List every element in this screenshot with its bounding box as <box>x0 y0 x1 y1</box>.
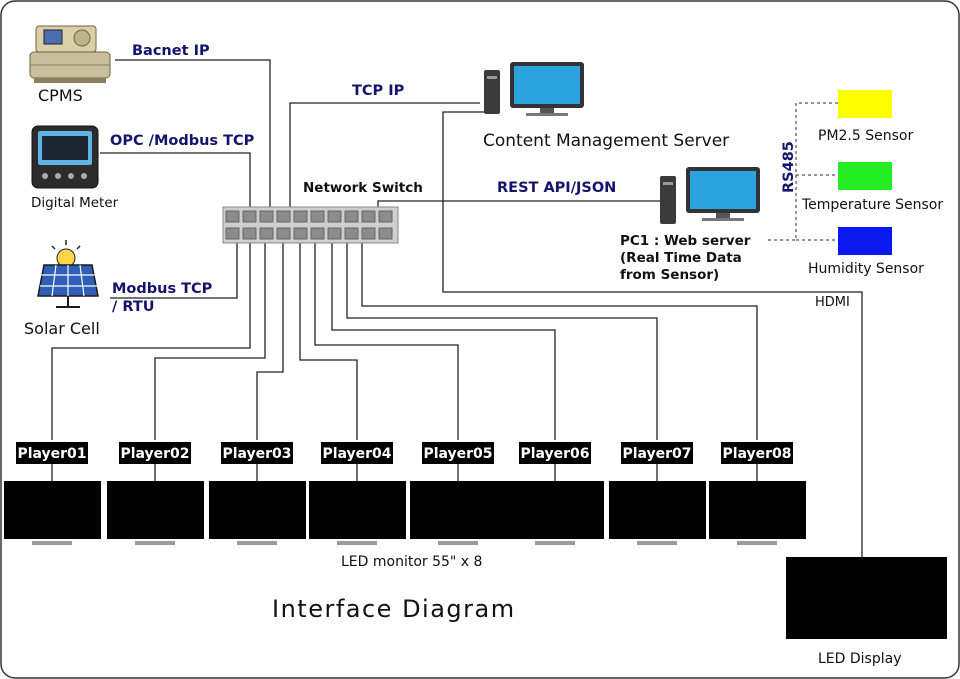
switch-port <box>327 210 342 223</box>
switch-port <box>259 227 274 240</box>
player-badge <box>119 442 191 464</box>
players-group: Player01 Player02 Player03 Player04 Player05… <box>4 442 806 545</box>
tcp-ip-label: TCP IP <box>352 83 405 99</box>
led-monitor-screen <box>709 481 806 539</box>
switch-port <box>344 210 359 223</box>
solar-cell-label: Solar Cell <box>24 319 100 338</box>
led-monitor-stand <box>438 541 478 545</box>
player-label: Player03 <box>222 446 291 462</box>
digital-meter-label: Digital Meter <box>31 195 119 211</box>
switch-port <box>276 210 291 223</box>
switch-port <box>378 227 393 240</box>
led-monitor-stand <box>135 541 175 545</box>
led-monitor-screen <box>309 481 406 539</box>
led-monitor-stand <box>535 541 575 545</box>
led-monitor-screen <box>410 481 507 539</box>
switch-port <box>344 227 359 240</box>
led-monitor-stand <box>337 541 377 545</box>
humidity-sensor-label: Humidity Sensor <box>808 261 924 277</box>
switch-port <box>293 210 308 223</box>
led-monitor-label: LED monitor 55" x 8 <box>341 554 482 570</box>
player-badge <box>422 442 494 464</box>
player-badge <box>16 442 88 464</box>
switch-port <box>293 227 308 240</box>
led-monitor-screen <box>507 481 604 539</box>
diagram-title: Interface Diagram <box>272 595 516 623</box>
switch-port <box>242 210 257 223</box>
network-switch-icon <box>222 206 399 244</box>
led-monitor-stand <box>32 541 72 545</box>
switch-port <box>259 210 274 223</box>
switch-port <box>310 227 325 240</box>
led-monitor-stand <box>737 541 777 545</box>
switch-port <box>276 227 291 240</box>
player-label: Player02 <box>120 446 189 462</box>
led-monitor-stand <box>237 541 277 545</box>
switch-port <box>361 227 376 240</box>
led-monitor-screen <box>209 481 306 539</box>
hdmi-label: HDMI <box>815 295 850 310</box>
temperature-sensor-box <box>838 162 892 190</box>
player-label: Player04 <box>322 446 391 462</box>
pc1-label: PC1 : Web server <box>620 233 751 249</box>
led-monitor-screen <box>4 481 101 539</box>
led-monitor-stand <box>637 541 677 545</box>
player-badge <box>621 442 693 464</box>
player-label: Player01 <box>17 446 86 462</box>
player-badge <box>721 442 793 464</box>
web-server-computer-icon <box>660 167 760 224</box>
network-switch-label: Network Switch <box>303 180 423 196</box>
modbus-tcp-label: Modbus TCP <box>112 281 213 297</box>
solar-cell-icon <box>37 240 99 308</box>
player-label: Player07 <box>622 446 691 462</box>
cpms-chiller-icon <box>29 25 111 83</box>
cpms-label: CPMS <box>38 86 83 105</box>
switch-port <box>310 210 325 223</box>
led-display-screen <box>786 557 947 639</box>
connection-lines <box>51 59 863 557</box>
temperature-sensor-label: Temperature Sensor <box>801 197 943 213</box>
led-display-label: LED Display <box>818 651 901 667</box>
pm25-sensor-box <box>838 90 892 118</box>
switch-port <box>378 210 393 223</box>
switch-port <box>242 227 257 240</box>
player-badge <box>519 442 591 464</box>
player-label: Player08 <box>722 446 791 462</box>
pm25-sensor-label: PM2.5 Sensor <box>818 128 913 144</box>
server-computer-icon <box>484 62 584 116</box>
pc1-description-line1: (Real Time Data <box>620 250 742 266</box>
modbus-rtu-label: / RTU <box>112 299 155 315</box>
player-label: Player05 <box>423 446 492 462</box>
cms-label: Content Management Server <box>483 131 729 151</box>
switch-port <box>327 227 342 240</box>
player-badge <box>221 442 293 464</box>
player-badge <box>321 442 393 464</box>
opc-modbus-tcp-label: OPC /Modbus TCP <box>110 133 255 149</box>
pc1-description-line2: from Sensor) <box>620 267 719 283</box>
bacnet-ip-label: Bacnet IP <box>132 43 210 59</box>
switch-port <box>225 210 240 223</box>
rs485-label: RS485 <box>781 141 797 193</box>
led-monitor-screen <box>609 481 706 539</box>
led-monitor-screen <box>107 481 204 539</box>
switch-port <box>361 210 376 223</box>
humidity-sensor-box <box>838 227 892 255</box>
rest-api-json-label: REST API/JSON <box>497 180 616 196</box>
player-label: Player06 <box>520 446 589 462</box>
switch-port <box>225 227 240 240</box>
digital-meter-icon <box>31 125 99 189</box>
